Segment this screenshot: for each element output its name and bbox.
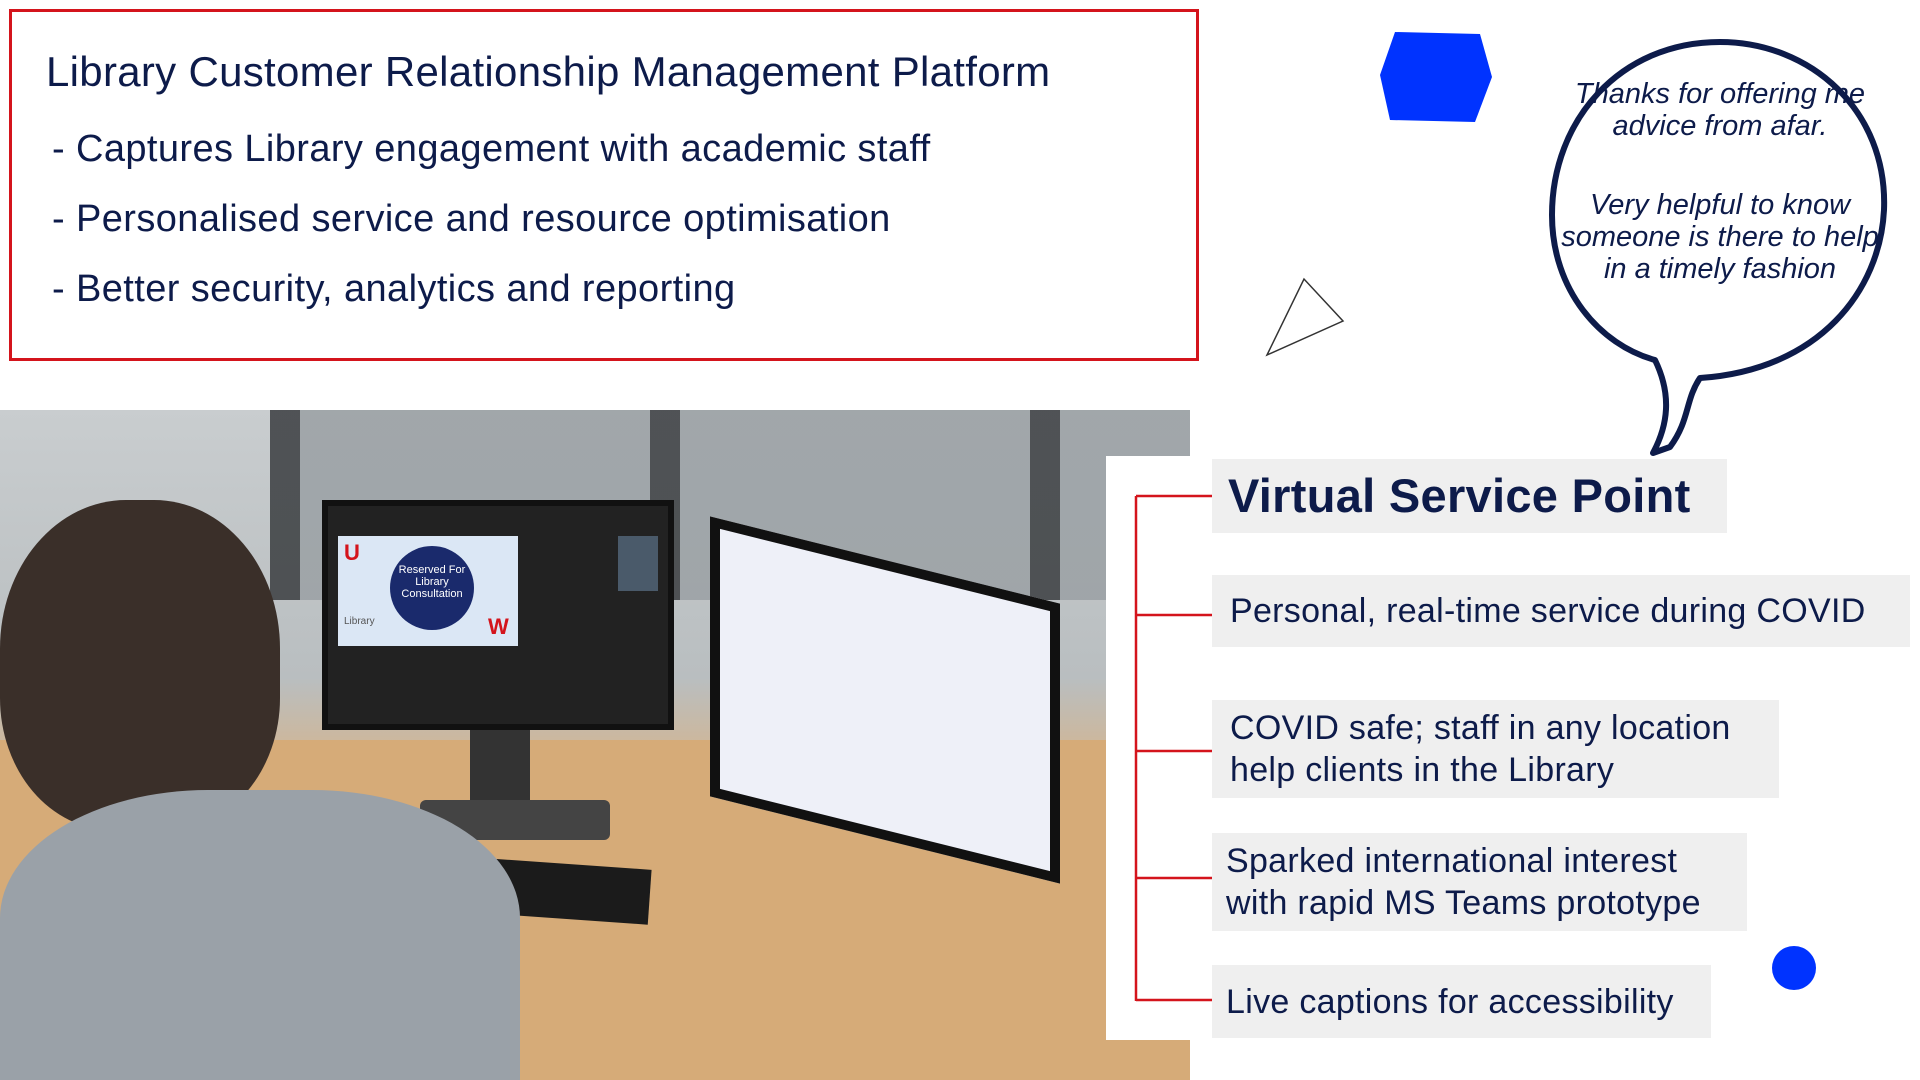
vsp-point: COVID safe; staff in any location help c… <box>1212 700 1779 798</box>
vsp-point: Live captions for accessibility <box>1212 965 1711 1038</box>
vsp-point: Personal, real-time service during COVID <box>1212 575 1910 647</box>
quote-line-1: Thanks for offering me advice from afar. <box>1574 78 1866 142</box>
white-panel <box>1106 456 1192 1040</box>
left-monitor: U Reserved For Library Consultation W Li… <box>322 500 674 730</box>
triangle-outline <box>1265 277 1345 357</box>
crm-platform-box: Library Customer Relationship Management… <box>9 9 1199 361</box>
screen-sign: Reserved For Library Consultation <box>390 546 474 630</box>
crm-title: Library Customer Relationship Management… <box>46 48 1051 95</box>
blue-dot <box>1772 946 1816 990</box>
crm-bullet: - Better security, analytics and reporti… <box>52 268 736 310</box>
vsp-title: Virtual Service Point <box>1212 459 1727 533</box>
hexagon-shape <box>1380 32 1492 122</box>
quote-line-2: Very helpful to know someone is there to… <box>1561 189 1879 285</box>
staff-at-workstation-photo: U Reserved For Library Consultation W Li… <box>0 410 1190 1080</box>
screen-logo-u: U <box>344 540 360 565</box>
person-head <box>0 500 280 830</box>
screen-logo-w: W <box>488 614 509 639</box>
crm-bullet: - Personalised service and resource opti… <box>52 198 891 240</box>
speech-bubble <box>1549 39 1888 456</box>
person-body <box>0 790 520 1080</box>
vsp-point: Sparked international interest with rapi… <box>1212 833 1747 931</box>
crm-bullet: - Captures Library engagement with acade… <box>52 128 931 170</box>
screen-brand: Library <box>344 616 375 627</box>
